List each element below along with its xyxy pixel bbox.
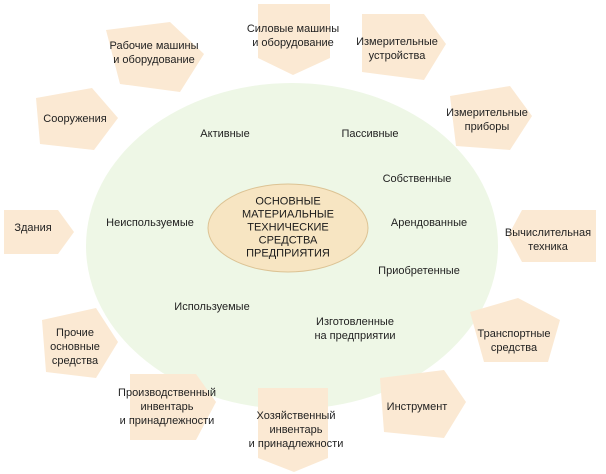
- label-other-fixed: Прочие основные средства: [50, 327, 100, 367]
- label-transport: Транспортные средства: [477, 328, 551, 354]
- center-title: ОСНОВНЫЕ МАТЕРИАЛЬНЫЕ ТЕХНИЧЕСКИЕ СРЕДСТ…: [242, 195, 334, 260]
- label-unused: Неиспользуемые: [106, 217, 194, 229]
- shape-measuring-devices: [362, 14, 446, 80]
- shape-transport: [470, 298, 560, 362]
- label-production-inventory: Производственный инвентарь и принадлежно…: [118, 387, 216, 427]
- label-structures: Сооружения: [43, 113, 107, 125]
- shape-production-inventory: [130, 374, 216, 440]
- label-buildings: Здания: [14, 222, 52, 234]
- shape-computing: [508, 210, 596, 262]
- shape-working-machines: [106, 22, 204, 92]
- label-purchased: Приобретенные: [378, 265, 460, 277]
- label-own: Собственные: [382, 173, 452, 185]
- label-rented: Арендованные: [390, 217, 468, 229]
- shape-household-inventory: [258, 388, 328, 472]
- shape-buildings: [4, 210, 74, 254]
- label-computing: Вычислительная техника: [504, 227, 592, 253]
- shape-other-fixed: [42, 308, 118, 378]
- shape-measuring-instruments: [450, 86, 532, 150]
- center-ellipse: [207, 183, 369, 273]
- label-household-inventory: Хозяйственный инвентарь и принадлежности: [248, 410, 344, 450]
- label-power-machines: Силовые машины и оборудование: [246, 23, 340, 49]
- shape-power-machines: [258, 4, 330, 75]
- shape-structures: [36, 88, 118, 150]
- label-measuring-instruments: Измерительные приборы: [446, 107, 528, 133]
- shape-tools: [380, 370, 466, 438]
- label-passive: Пассивные: [341, 128, 399, 140]
- label-active: Активные: [200, 128, 250, 140]
- label-working-machines: Рабочие машины и оборудование: [109, 40, 199, 66]
- label-used: Используемые: [174, 301, 250, 313]
- label-manufactured: Изготовленные на предприятии: [314, 316, 396, 342]
- label-tools: Инструмент: [386, 401, 448, 413]
- label-measuring-devices: Измерительные устройства: [356, 36, 438, 62]
